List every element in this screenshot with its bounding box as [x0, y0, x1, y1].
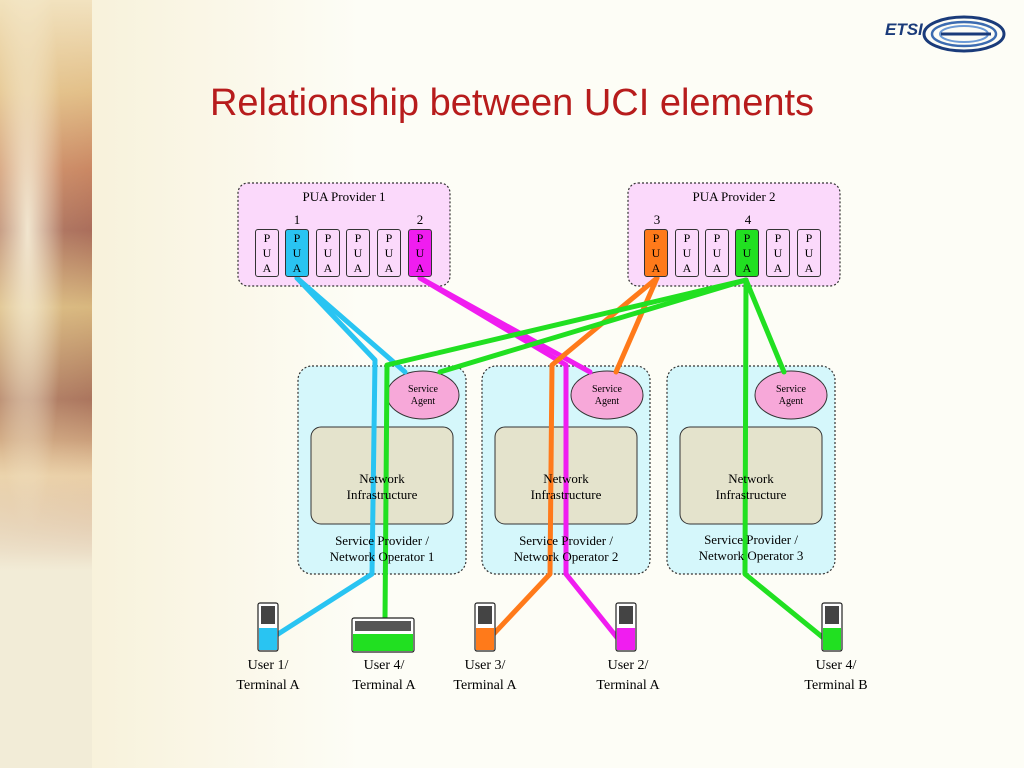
pua-number-4: 4: [744, 212, 752, 227]
green-link-agent-3: [743, 277, 787, 375]
pua-provider-2-label: PUA Provider 2: [692, 189, 776, 204]
terminal-user1-label: User 1/Terminal A: [236, 658, 300, 693]
terminal-user1-a: [257, 602, 279, 652]
terminal-user4b-label: User 4/Terminal B: [804, 658, 868, 693]
green-link-terminal-a: [382, 277, 749, 623]
operator-1-label: Service Provider /Network Operator 1: [329, 533, 435, 564]
page-title: Relationship between UCI elements: [209, 82, 815, 124]
magenta-link-terminal: [417, 275, 622, 643]
green-link-terminal-b: [742, 277, 829, 643]
terminal-user2-label: User 2/Terminal A: [596, 658, 660, 693]
terminal-user3-a: [474, 602, 496, 652]
background-bar: [0, 440, 92, 768]
etsi-logo: ETSI: [885, 14, 1010, 58]
terminal-user4-b: [821, 602, 843, 652]
service-agent-2-label: Service Agent: [592, 384, 622, 407]
terminal-user4-a: [351, 617, 415, 653]
service-agent-1-label: Service Agent: [408, 384, 438, 407]
terminal-user2-a: [615, 602, 637, 652]
logo-text: ETSI: [885, 20, 923, 39]
cyan-link-terminal: [272, 275, 378, 639]
pua-number-3: 3: [653, 212, 661, 227]
pua-number-1: 1: [293, 212, 301, 227]
logo-rings-icon: [922, 15, 1006, 53]
orange-link-agent: [613, 275, 660, 375]
terminal-user3-label: User 3/Terminal A: [453, 658, 517, 693]
service-agent-3-label: Service Agent: [776, 384, 806, 407]
pua-provider-1-label: PUA Provider 1: [302, 189, 386, 204]
network-infrastructure-1-box: [310, 426, 454, 525]
terminal-user4a-label: User 4/Terminal A: [352, 658, 416, 693]
pua-number-2: 2: [416, 212, 424, 227]
operator-2-label: Service Provider /Network Operator 2: [513, 533, 619, 564]
operator-3-label: Service Provider /Network Operator 3: [698, 532, 804, 563]
service-agent-3-ellipse: [754, 370, 828, 420]
network-infrastructure-3-box: [679, 426, 823, 525]
green-link-agent-1: [437, 277, 749, 375]
service-agent-2-ellipse: [570, 370, 644, 420]
